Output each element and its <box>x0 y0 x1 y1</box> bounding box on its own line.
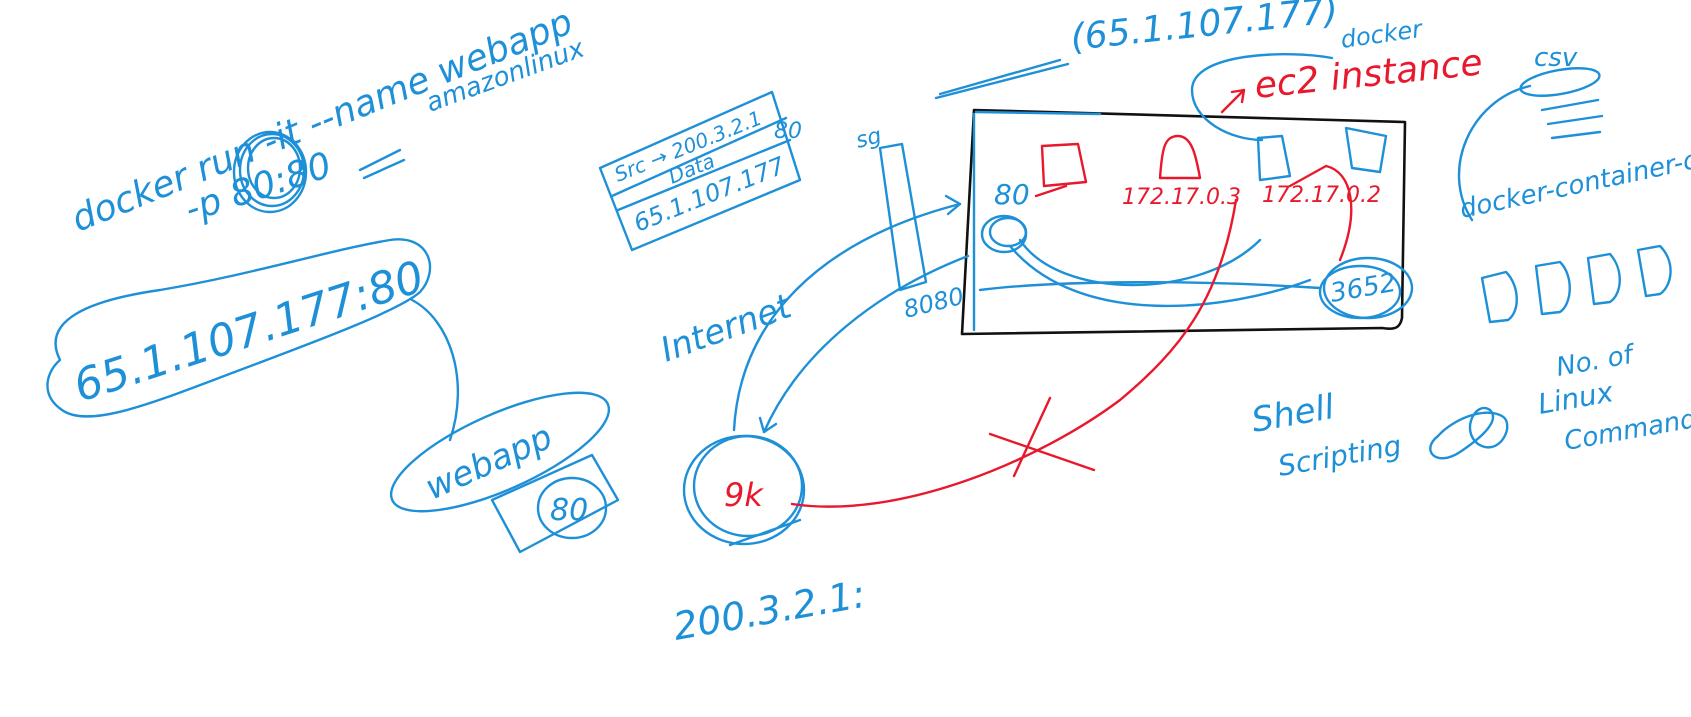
port-to-container-arrow <box>1034 184 1068 198</box>
csv-to-script-arrow <box>1457 84 1532 222</box>
ec2-instance: (65.1.107.177) ec2 instance docker 80 17… <box>901 0 1485 336</box>
linux-text: Linux <box>1535 375 1615 421</box>
response-flow-head <box>758 416 778 434</box>
script-name-text: docker-container-create.sh <box>1457 123 1691 225</box>
security-group-box <box>878 142 928 292</box>
network-flows <box>732 194 1238 508</box>
no-of-text: No. of <box>1554 339 1639 383</box>
blocked-direct-flow <box>790 198 1238 508</box>
port-8080-flow <box>978 281 1322 292</box>
internet-label: Internet <box>655 286 798 371</box>
client-stand <box>728 518 802 547</box>
client-machine: 9k 200.3.2.1: <box>670 434 869 649</box>
infinity-icon <box>1429 406 1509 460</box>
host-port-circle-inner <box>246 136 302 200</box>
request-flow-head <box>944 194 962 216</box>
packet-dividers <box>610 116 792 212</box>
csv-lines-icon <box>1540 98 1604 140</box>
csv-ellipse <box>1519 67 1601 97</box>
host-port-circle-outer <box>232 130 308 214</box>
container-d <box>1344 126 1388 174</box>
instance-icon-1 <box>1480 270 1518 324</box>
host-port-circle <box>238 132 306 208</box>
security-group: sg <box>853 123 928 292</box>
container-flow-arrow <box>1018 238 1262 287</box>
host-port-80-text: 80 <box>994 178 1030 211</box>
ephemeral-port-text: 3652 <box>1328 268 1398 309</box>
endpoint-bubble-outline <box>46 238 432 418</box>
blocked-cross-mark <box>988 396 1096 478</box>
response-flow-arrow <box>1008 244 1312 308</box>
request-flow <box>732 202 962 432</box>
docker-loop <box>1190 52 1334 142</box>
webapp-box <box>490 453 620 554</box>
ec2-label-arrow <box>1220 88 1246 114</box>
container-port-text: 80 <box>550 493 588 528</box>
instance-icon-4 <box>1636 244 1672 298</box>
packet-port-text: 80 <box>774 119 802 144</box>
host-port-80-circle-inner <box>988 216 1028 248</box>
instance-icon-3 <box>1586 252 1621 306</box>
scripting-text: Scripting <box>1275 429 1403 483</box>
ephemeral-port-circle-inner <box>1318 264 1402 320</box>
webapp-label-ellipse <box>389 391 611 513</box>
container-port-circle <box>536 476 608 540</box>
ec2-instance-label: ec2 instance <box>1253 42 1485 107</box>
client-circle-inner <box>692 434 804 538</box>
ec2-instance-outline-blue <box>972 110 1102 332</box>
ephemeral-return-arrow <box>1288 164 1353 262</box>
connector-line <box>410 298 460 442</box>
public-endpoint-text: 65.1.107.177:80 <box>68 251 431 412</box>
endpoint-bubble: 65.1.107.177:80 <box>46 238 460 442</box>
container-c <box>1256 134 1292 182</box>
container-port-underline <box>358 148 406 180</box>
client-ip-text: 200.3.2.1: <box>670 572 869 649</box>
webapp-label: webapp <box>419 417 558 508</box>
shell-text: Shell <box>1249 387 1338 441</box>
ec2-instance-box <box>960 108 1407 336</box>
host-port-8080-text: 8080 <box>901 282 967 324</box>
response-flow <box>762 254 970 434</box>
instance-icon-2 <box>1534 260 1571 316</box>
packet-box <box>598 90 802 252</box>
packet-diagram: Src → 200.3.2.1 Data 65.1.107.177 80 <box>598 90 802 252</box>
container-b <box>1158 134 1202 180</box>
docker-label: docker <box>1339 15 1426 54</box>
struck-out-text <box>934 58 1070 100</box>
container-a <box>1040 142 1088 188</box>
docker-command-notes: docker run -it --name webapp -p 80:80 am… <box>66 2 589 241</box>
webapp-container: webapp 80 <box>389 391 620 554</box>
docker-command-text: docker run -it --name webapp <box>66 2 578 241</box>
container-ip-b-text: 172.17.0.2 <box>1262 183 1381 208</box>
ec2-public-ip-text: (65.1.107.177) <box>1069 0 1340 59</box>
container-ip-a-text: 172.17.0.3 <box>1122 185 1241 210</box>
client-port-text: 9k <box>724 476 764 514</box>
script-notes: csv docker-container-create.sh No. of Li… <box>1249 43 1691 483</box>
